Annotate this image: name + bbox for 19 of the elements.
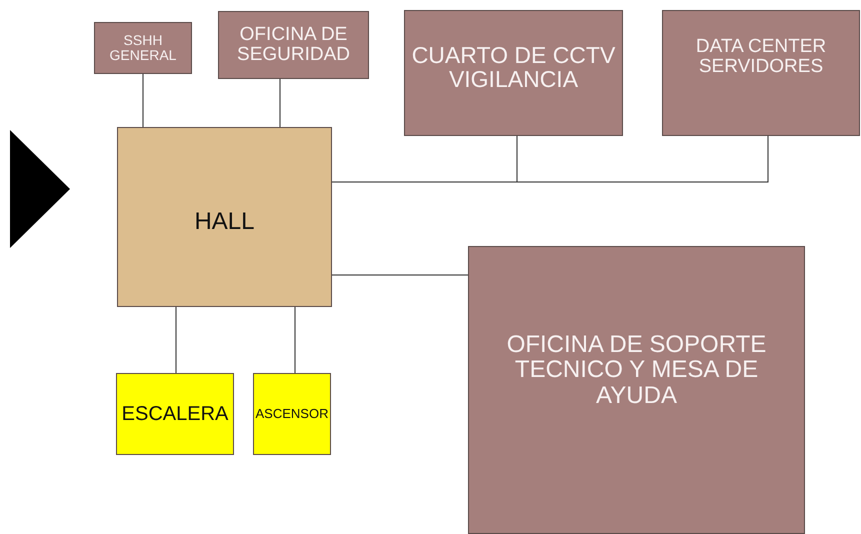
room-label: CUARTO DE CCTV VIGILANCIA: [410, 43, 616, 92]
room-box: [404, 10, 623, 136]
room-box: [662, 10, 860, 136]
circulation-box: [253, 373, 331, 455]
room-label: ASCENSOR: [254, 407, 330, 421]
room-label: OFICINA DE SOPORTE TECNICO Y MESA DE AYUDA: [506, 332, 768, 408]
room-label: SSHH GENERAL: [108, 33, 178, 63]
circulation-box: [116, 373, 234, 455]
room-box: [218, 11, 369, 79]
room-box: [94, 22, 192, 74]
hall-box: [117, 127, 332, 307]
room-label: ESCALERA: [120, 404, 230, 424]
room-label: HALL: [193, 209, 256, 235]
connector-line: [142, 74, 144, 128]
room-box: [468, 246, 805, 534]
connector-line: [294, 306, 296, 374]
connector-line: [332, 274, 468, 276]
room-label: OFICINA DE SEGURIDAD: [236, 25, 351, 65]
room-label: DATA CENTER SERVIDORES: [694, 37, 828, 77]
